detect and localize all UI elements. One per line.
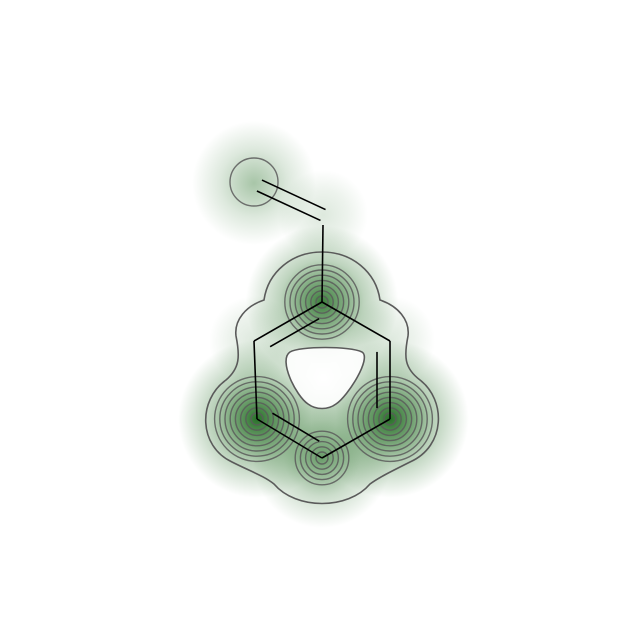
outer-contour bbox=[204, 251, 440, 505]
contour-ring-c4-3 bbox=[234, 396, 280, 442]
bond-c7-c2 bbox=[321, 301, 391, 342]
bond-c2-c3-inner bbox=[269, 317, 320, 348]
contour-ring-c5-1 bbox=[310, 446, 334, 470]
bond-c5-c6 bbox=[321, 418, 391, 459]
bond-o1-c1-b bbox=[261, 179, 326, 211]
bond-c2-c3 bbox=[253, 301, 323, 342]
contour-ring-c4-6 bbox=[219, 381, 295, 457]
bond-c3-c4 bbox=[253, 340, 258, 420]
contour-ring-o1-0 bbox=[229, 157, 279, 207]
contour-ring-c5-3 bbox=[299, 435, 345, 481]
contour-ring-c5-4 bbox=[294, 430, 350, 486]
bond-c1-c2 bbox=[321, 224, 324, 303]
bond-c4-c5 bbox=[256, 418, 323, 459]
inner-hole-contour bbox=[285, 346, 365, 410]
bond-o1-c1-a bbox=[256, 190, 321, 222]
contour-layer bbox=[204, 157, 440, 505]
contour-ring-c4-7 bbox=[213, 375, 301, 463]
contour-ring-c5-0 bbox=[315, 451, 329, 465]
bond-c4-c5-inner bbox=[272, 412, 320, 442]
bond-layer bbox=[253, 179, 391, 459]
contour-ring-c5-2 bbox=[304, 440, 340, 476]
contour-ring-c4-5 bbox=[224, 386, 290, 452]
